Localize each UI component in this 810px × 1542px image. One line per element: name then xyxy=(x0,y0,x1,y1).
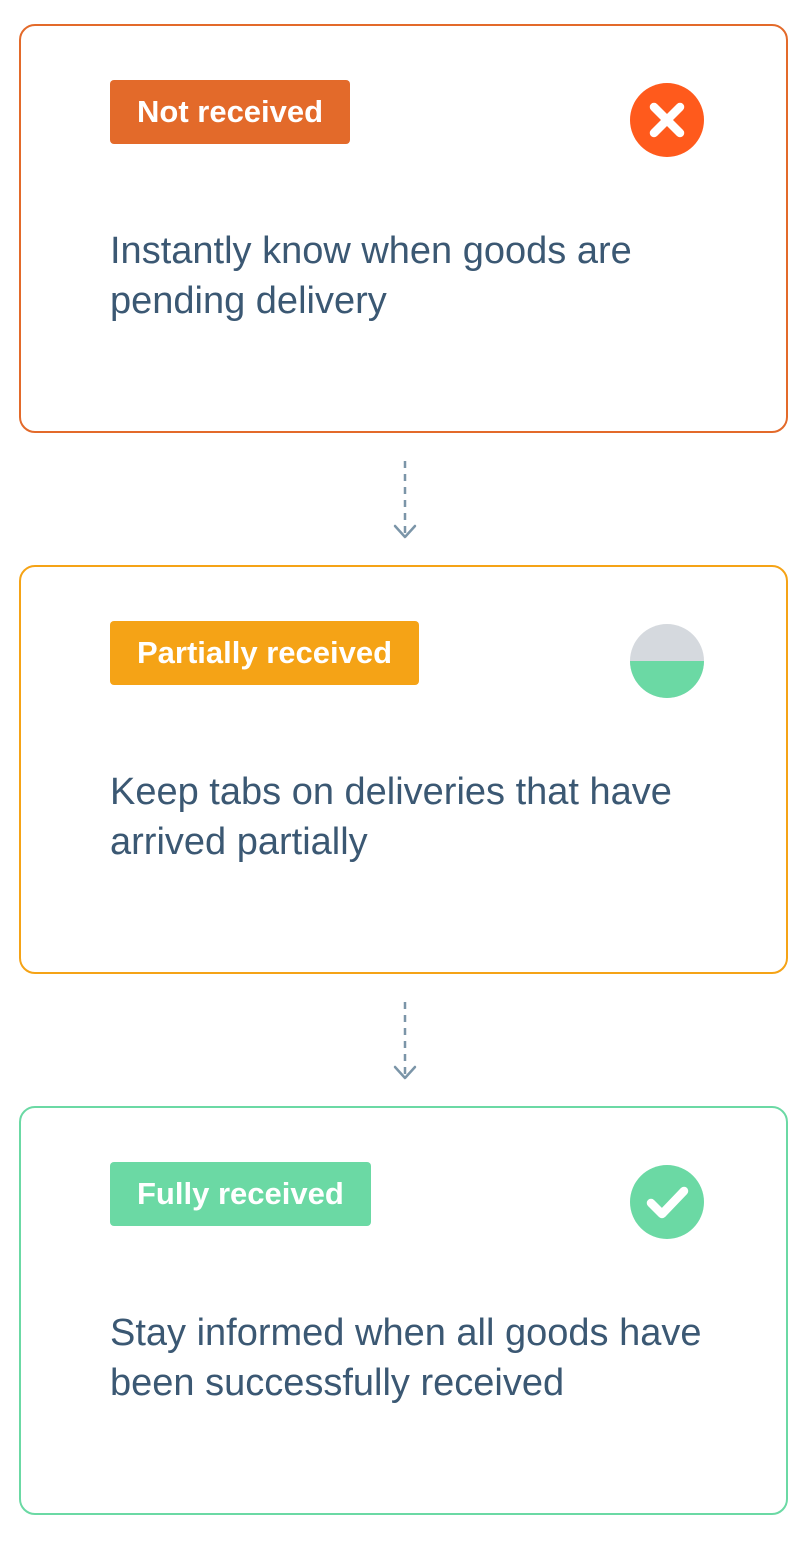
stage-description: Keep tabs on deliveries that have arrive… xyxy=(110,771,672,863)
close-circle-icon xyxy=(630,83,704,157)
down-arrow-connector xyxy=(393,461,417,539)
stage-card-partially-received: Partially received Keep tabs on deliveri… xyxy=(19,565,788,974)
check-circle-icon xyxy=(630,1165,704,1239)
status-badge-not-received: Not received xyxy=(110,80,351,144)
stage-card-not-received: Not received Instantly know when goods a… xyxy=(19,24,788,433)
stage-card-fully-received: Fully received Stay informed when all go… xyxy=(19,1106,788,1515)
stage-description: Stay informed when all goods have been s… xyxy=(110,1312,702,1404)
status-badge-fully-received: Fully received xyxy=(110,1162,371,1226)
half-filled-circle-icon xyxy=(630,624,704,698)
down-arrow-connector xyxy=(393,1002,417,1080)
stage-description: Instantly know when goods are pending de… xyxy=(110,230,632,322)
status-badge-partially-received: Partially received xyxy=(110,621,420,685)
